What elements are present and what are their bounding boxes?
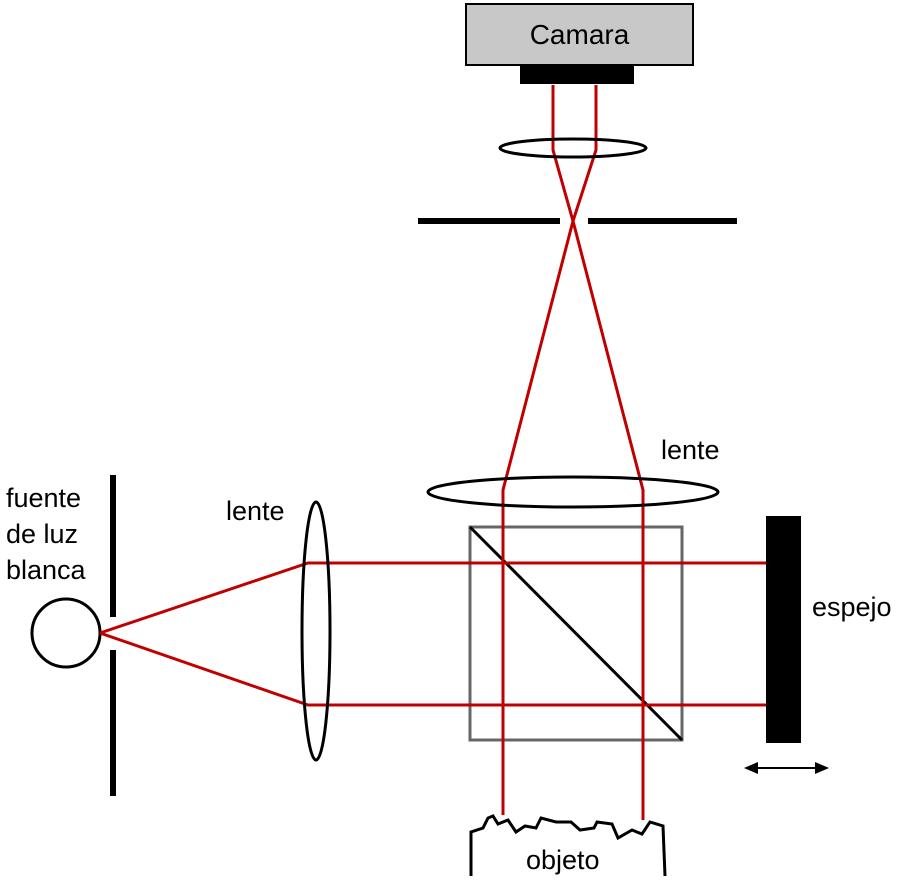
double-arrow-icon [744, 762, 829, 774]
beam-source-lower [99, 631, 766, 707]
beam-right-vertical [551, 85, 645, 820]
mirror [766, 516, 801, 743]
light-source [30, 597, 102, 669]
lens-camera [498, 137, 648, 159]
beamsplitter-cube [468, 525, 684, 742]
object-label: objeto [526, 845, 600, 875]
camera-sensor [520, 66, 634, 84]
lens-left [300, 500, 332, 762]
lens-top [426, 475, 720, 509]
mirror-label: espejo [812, 592, 892, 622]
light-source-label-line1: fuente [6, 483, 82, 513]
beam-source-upper [99, 561, 766, 635]
object-shape [469, 814, 667, 877]
camera: Camara [465, 3, 694, 66]
lens-top-label: lente [661, 435, 720, 465]
light-beams [99, 85, 766, 820]
camera-label: Camara [529, 18, 630, 50]
light-source-label-line2: de luz [6, 519, 79, 549]
light-source-label-line3: blanca [6, 555, 86, 585]
lens-left-label: lente [226, 496, 285, 526]
